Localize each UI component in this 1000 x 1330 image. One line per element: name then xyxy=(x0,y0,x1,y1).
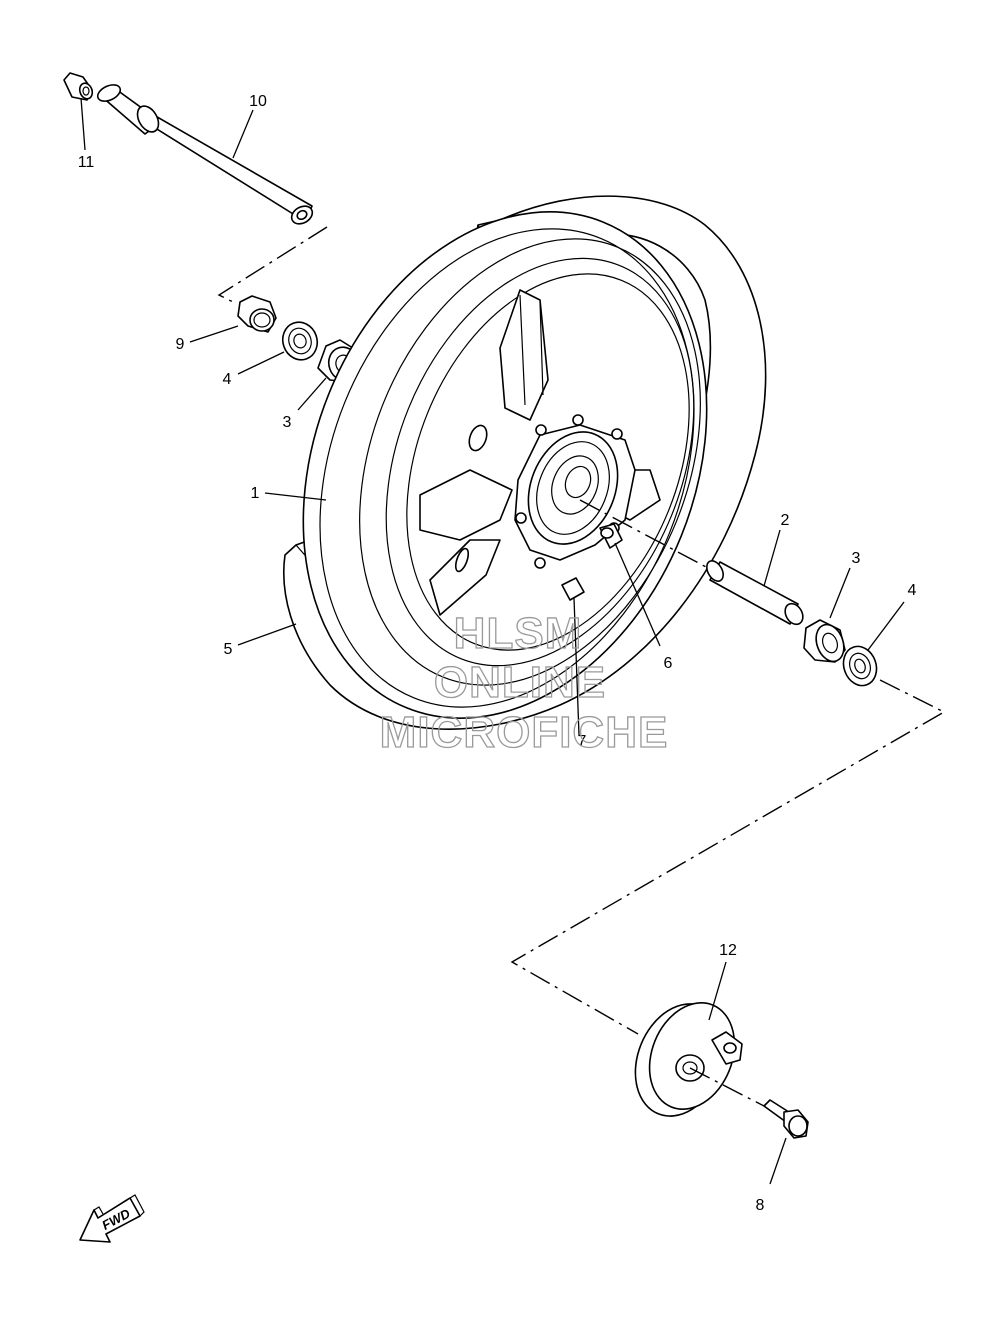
callout-10: 8 xyxy=(756,1197,765,1214)
callout-6: 6 xyxy=(664,655,673,672)
collar-part-11 xyxy=(63,72,94,101)
oil-seal-part-4-right xyxy=(842,645,878,687)
callout-11: 11 xyxy=(78,154,95,171)
oil-seal-part-4-left xyxy=(281,321,319,361)
callout-2: 2 xyxy=(781,512,790,529)
callout-1: 1 xyxy=(251,485,260,502)
callout-4-left: 4 xyxy=(223,371,232,388)
watermark: HLSM ONLINE MICROFICHE xyxy=(379,608,669,757)
callout-3-left: 3 xyxy=(283,414,292,431)
disc-cover-part-12 xyxy=(634,1002,743,1117)
bolt-part-10 xyxy=(763,1099,809,1139)
fwd-arrow-icon: FWD xyxy=(79,1194,145,1243)
callouts: 11 10 9 4 3 1 5 2 3 4 6 7 12 8 xyxy=(78,93,917,1214)
watermark-line-3: MICROFICHE xyxy=(380,708,669,757)
balance-weight-part-7 xyxy=(561,577,585,601)
leader-lines xyxy=(80,97,905,1185)
assembly-lines xyxy=(217,226,946,1107)
watermark-line-1: HLSM xyxy=(454,609,583,658)
collar-part-9 xyxy=(237,295,277,333)
bearing-part-3-right xyxy=(803,619,846,663)
axle-part-8 xyxy=(96,84,314,225)
callout-12: 12 xyxy=(719,942,737,959)
spacer-part-2 xyxy=(706,560,804,626)
callout-7: 7 xyxy=(578,733,587,750)
callout-5: 5 xyxy=(224,641,233,658)
valve-part-6 xyxy=(599,523,623,549)
callout-3-right: 3 xyxy=(852,550,861,567)
callout-4-right: 4 xyxy=(908,582,917,599)
callout-8: 10 xyxy=(249,93,267,110)
callout-9: 9 xyxy=(176,336,185,353)
watermark-line-2: ONLINE xyxy=(434,658,606,707)
